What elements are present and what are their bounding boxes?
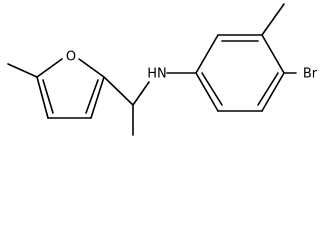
methyl-furan-bond [7, 63, 38, 78]
furan-c5-c4-bond [36, 76, 49, 119]
furan-ring [7, 58, 105, 119]
ring-bond-3 [261, 34, 285, 74]
ring-bond-6 [195, 72, 219, 112]
molecule-structure: O HN Br [7, 3, 318, 136]
ring-bond-4 [261, 72, 285, 112]
ring-bond-6-inner [201, 72, 223, 106]
furan-c5-c4-double-bond [42, 79, 54, 114]
furan-ch-bond [103, 76, 134, 106]
benzene-ring [166, 3, 297, 112]
ethyl-linker [103, 76, 150, 136]
furan-o-c2-bond [78, 58, 105, 78]
bromine-label: Br [303, 67, 318, 82]
furan-c3-c2-double-bond [85, 79, 99, 114]
ch-nh-bond [132, 81, 150, 106]
ring-methyl-bond [261, 3, 285, 36]
nitrogen-label: HN [147, 67, 167, 82]
furan-c5-o-bond [36, 58, 63, 78]
oxygen-label: O [66, 50, 76, 65]
furan-c3-c2-bond [90, 76, 105, 119]
ring-bond-4-inner [257, 72, 279, 106]
ring-bond-1 [195, 34, 219, 74]
